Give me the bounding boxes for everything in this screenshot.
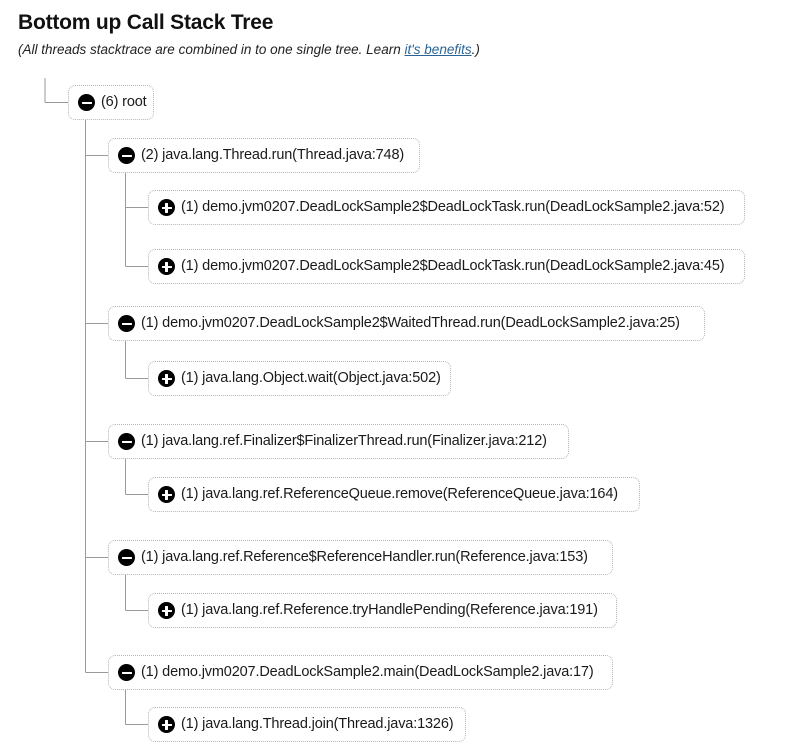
tree-node-root[interactable]: (6) root <box>68 85 154 120</box>
plus-circle-icon[interactable] <box>158 258 175 275</box>
tree-node-label: (2) java.lang.Thread.run(Thread.java:748… <box>141 147 405 163</box>
page-header: Bottom up Call Stack Tree (All threads s… <box>18 10 778 59</box>
tree-node-label: (1) java.lang.ref.Reference$ReferenceHan… <box>141 549 588 565</box>
tree-node-label: (1) java.lang.Thread.join(Thread.java:13… <box>181 716 454 732</box>
plus-circle-icon[interactable] <box>158 199 175 216</box>
tree-node-deadlocktask-run-52[interactable]: (1) demo.jvm0207.DeadLockSample2$DeadLoc… <box>148 190 745 225</box>
tree-node-waitedthread-run-25[interactable]: (1) demo.jvm0207.DeadLockSample2$WaitedT… <box>108 306 705 341</box>
tree-node-label: (1) java.lang.ref.Finalizer$FinalizerThr… <box>141 433 547 449</box>
tree-node-finalizerthread-run-212[interactable]: (1) java.lang.ref.Finalizer$FinalizerThr… <box>108 424 569 459</box>
tree-node-referencequeue-remove-164[interactable]: (1) java.lang.ref.ReferenceQueue.remove(… <box>148 477 640 512</box>
tree-node-thread-run[interactable]: (2) java.lang.Thread.run(Thread.java:748… <box>108 138 420 173</box>
tree-node-reference-tryhandlepending-191[interactable]: (1) java.lang.ref.Reference.tryHandlePen… <box>148 593 617 628</box>
plus-circle-icon[interactable] <box>158 716 175 733</box>
tree-node-thread-join-1326[interactable]: (1) java.lang.Thread.join(Thread.java:13… <box>148 707 466 742</box>
tree-node-label: (1) demo.jvm0207.DeadLockSample2$DeadLoc… <box>181 199 725 215</box>
minus-circle-icon[interactable] <box>78 94 95 111</box>
minus-circle-icon[interactable] <box>118 433 135 450</box>
subtitle-text-after: .) <box>471 42 480 57</box>
tree-node-deadlocksample2-main-17[interactable]: (1) demo.jvm0207.DeadLockSample2.main(De… <box>108 655 613 690</box>
tree-node-referencehandler-run-153[interactable]: (1) java.lang.ref.Reference$ReferenceHan… <box>108 540 613 575</box>
tree-node-object-wait-502[interactable]: (1) java.lang.Object.wait(Object.java:50… <box>148 361 451 396</box>
plus-circle-icon[interactable] <box>158 370 175 387</box>
tree-node-deadlocktask-run-45[interactable]: (1) demo.jvm0207.DeadLockSample2$DeadLoc… <box>148 249 745 284</box>
tree-node-label: (1) demo.jvm0207.DeadLockSample2.main(De… <box>141 664 594 680</box>
subtitle-text-before: (All threads stacktrace are combined in … <box>18 42 405 57</box>
tree-node-label: (6) root <box>101 94 147 110</box>
plus-circle-icon[interactable] <box>158 486 175 503</box>
plus-circle-icon[interactable] <box>158 602 175 619</box>
tree-node-label: (1) demo.jvm0207.DeadLockSample2$WaitedT… <box>141 315 680 331</box>
tree-node-label: (1) demo.jvm0207.DeadLockSample2$DeadLoc… <box>181 258 725 274</box>
minus-circle-icon[interactable] <box>118 315 135 332</box>
minus-circle-icon[interactable] <box>118 664 135 681</box>
tree-node-label: (1) java.lang.ref.Reference.tryHandlePen… <box>181 602 598 618</box>
tree-node-label: (1) java.lang.ref.ReferenceQueue.remove(… <box>181 486 618 502</box>
page-title: Bottom up Call Stack Tree <box>18 11 274 34</box>
minus-circle-icon[interactable] <box>118 549 135 566</box>
tree-node-label: (1) java.lang.Object.wait(Object.java:50… <box>181 370 441 386</box>
its-benefits-link[interactable]: it's benefits <box>404 42 472 57</box>
minus-circle-icon[interactable] <box>118 147 135 164</box>
page-subtitle: (All threads stacktrace are combined in … <box>18 41 778 59</box>
